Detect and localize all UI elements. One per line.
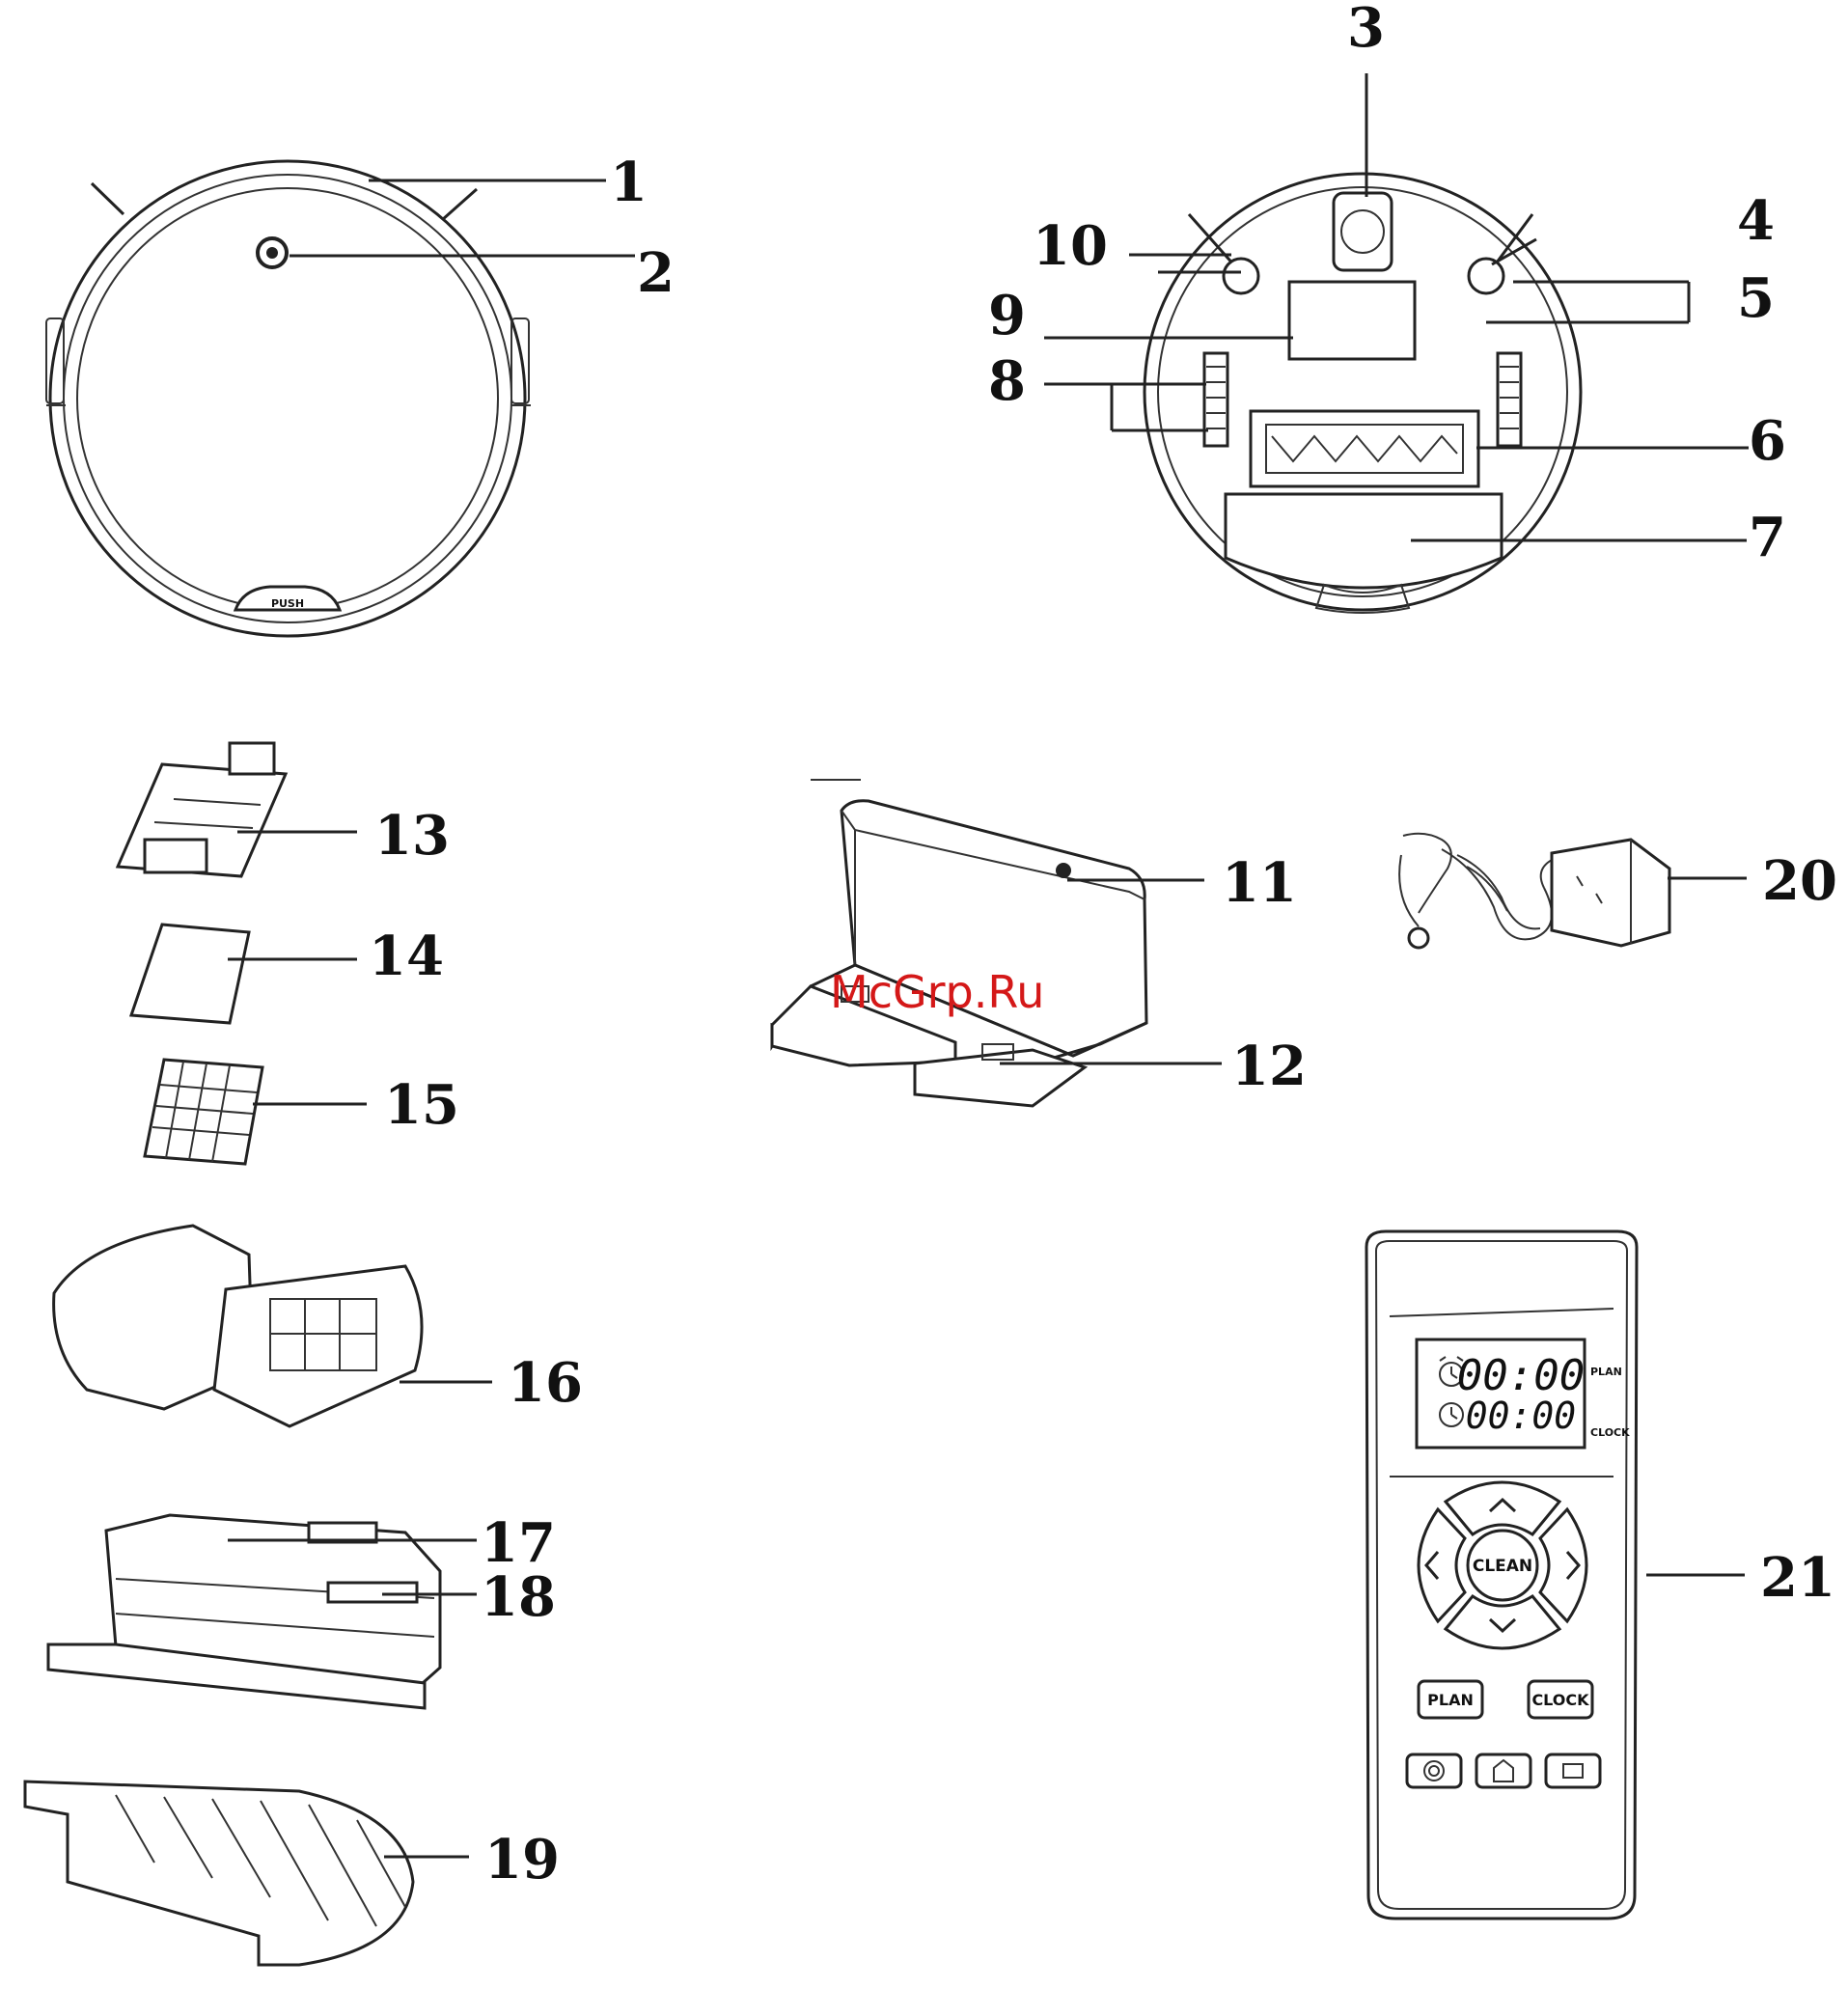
robot-bottom-view (1044, 73, 1749, 613)
clock-button-label: CLOCK (1531, 1691, 1589, 1709)
callout-3: 3 (1347, 0, 1385, 60)
callout-20: 20 (1762, 849, 1837, 913)
remote-control: 00:00 00:00 PLAN CLOCK CLEAN PLAN CLOCK (1366, 1231, 1745, 1919)
push-bumper-label: PUSH (271, 597, 304, 610)
callout-9: 9 (988, 284, 1026, 347)
power-adapter-20 (1399, 834, 1747, 948)
callout-18: 18 (481, 1565, 556, 1629)
callout-1: 1 (610, 151, 648, 214)
callout-6: 6 (1749, 409, 1786, 473)
callout-12: 12 (1231, 1035, 1307, 1098)
callout-21: 21 (1760, 1546, 1835, 1610)
edge-mode-button[interactable] (1546, 1754, 1600, 1787)
clock-time-display: 00:00 (1466, 1395, 1576, 1437)
callout-10: 10 (1033, 214, 1108, 278)
charging-dock (772, 780, 1222, 1106)
callout-14: 14 (369, 925, 444, 988)
filter-15 (145, 1060, 367, 1164)
plan-time-display: 00:00 (1457, 1351, 1585, 1400)
callout-16: 16 (508, 1351, 583, 1415)
robot-top-view: PUSH (46, 161, 635, 636)
callout-4: 4 (1737, 189, 1775, 253)
callout-15: 15 (384, 1073, 459, 1137)
clock-side-label: CLOCK (1590, 1426, 1630, 1439)
plan-button-label: PLAN (1427, 1691, 1474, 1709)
callout-8: 8 (988, 349, 1026, 413)
callout-5: 5 (1737, 266, 1775, 330)
callout-19: 19 (484, 1828, 560, 1892)
clean-button-label: CLEAN (1473, 1557, 1532, 1576)
water-tank-17 (48, 1515, 477, 1708)
mop-holder-13 (118, 743, 357, 876)
callout-13: 13 (374, 804, 450, 868)
callout-2: 2 (637, 241, 675, 305)
spiral-mode-button[interactable] (1407, 1754, 1461, 1787)
callout-7: 7 (1749, 506, 1786, 569)
dust-bin-16 (54, 1226, 492, 1426)
plan-side-label: PLAN (1590, 1366, 1622, 1378)
mop-pad-14 (131, 925, 357, 1023)
callout-11: 11 (1222, 851, 1297, 915)
mop-cloth-19 (25, 1781, 469, 1965)
watermark: McGrp.Ru (830, 966, 1044, 1018)
